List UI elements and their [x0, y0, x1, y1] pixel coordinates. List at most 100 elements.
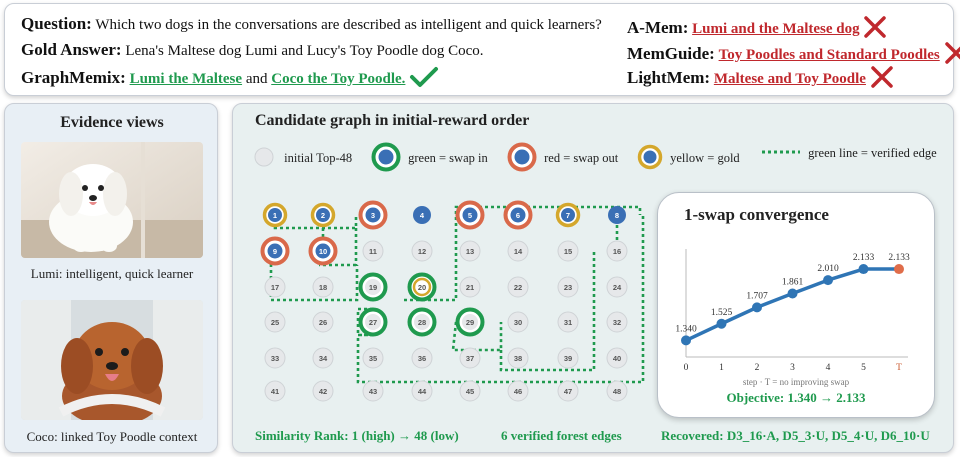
node-label: 24: [613, 283, 622, 292]
question-row: Question: Which two dogs in the conversa…: [21, 14, 602, 34]
baseline-label: A-Mem:: [627, 18, 689, 37]
node-label: 48: [613, 387, 621, 396]
graphmemix-answer-1: Lumi the Maltese: [129, 71, 243, 87]
convergence-x-tick: 3: [790, 363, 795, 373]
node-label: 41: [271, 387, 279, 396]
convergence-x-tick: 5: [861, 363, 866, 373]
node-label: 8: [615, 211, 619, 220]
node-2: 2: [310, 202, 336, 228]
convergence-x-tick: T: [896, 363, 902, 373]
convergence-value-label: 2.133: [853, 253, 875, 263]
legend-swap-out-label: red = swap out: [544, 151, 619, 165]
convergence-chart: 1.34001.52511.70721.86132.01042.13352.13…: [675, 249, 910, 387]
convergence-x-tick: 1: [719, 363, 724, 373]
node-40: 40: [606, 347, 628, 369]
convergence-value-label: 2.133: [888, 253, 910, 263]
node-5: 5: [455, 200, 485, 230]
convergence-x-caption: step · T = no improving swap: [743, 377, 850, 387]
baseline-answer: Toy Poodles and Standard Poodles: [718, 47, 940, 63]
convergence-value-label: 1.707: [746, 291, 768, 301]
node-label: 37: [466, 354, 474, 363]
node-label: 2: [321, 211, 325, 220]
node-44: 44: [411, 380, 433, 402]
convergence-x-tick: 0: [684, 363, 689, 373]
verified-edge: [451, 321, 503, 352]
node-42: 42: [312, 380, 334, 402]
node-6: 6: [503, 200, 533, 230]
legend-gold: yellow = gold: [637, 144, 740, 170]
convergence-point: [681, 335, 691, 346]
node-21: 21: [459, 276, 481, 298]
baseline-label: MemGuide:: [627, 44, 715, 63]
check-icon: [410, 67, 439, 87]
node-34: 34: [312, 347, 334, 369]
node-label: 42: [319, 387, 327, 396]
node-13: 13: [459, 240, 481, 262]
cross-icon: [870, 66, 893, 88]
node-4: 4: [413, 206, 431, 224]
node-10: 10: [308, 236, 338, 266]
node-38: 38: [507, 347, 529, 369]
node-16: 16: [606, 240, 628, 262]
node-45: 45: [459, 380, 481, 402]
node-label: 29: [466, 318, 474, 327]
node-label: 17: [271, 283, 279, 292]
node-label: 36: [418, 354, 426, 363]
poodle-photo: [21, 300, 203, 420]
node-36: 36: [411, 347, 433, 369]
node-label: 30: [514, 318, 522, 327]
node-41: 41: [264, 380, 286, 402]
node-label: 47: [564, 387, 572, 396]
cross-icon: [864, 16, 887, 38]
node-35: 35: [362, 347, 384, 369]
question-text: Which two dogs in the conversations are …: [95, 17, 602, 33]
graph-title: Candidate graph in initial-reward order: [255, 112, 530, 129]
node-9: 9: [260, 236, 290, 266]
node-25: 25: [264, 311, 286, 333]
baseline-answer: Lumi and the Maltese dog: [692, 21, 860, 37]
evidence-panel: Evidence views Lumi: intelligent, quick …: [4, 103, 218, 453]
node-label: 3: [371, 211, 375, 220]
node-label: 27: [369, 318, 377, 327]
gold-answer-row: Gold Answer: Lena's Maltese dog Lumi and…: [21, 40, 484, 60]
node-47: 47: [557, 380, 579, 402]
node-label: 21: [466, 283, 474, 292]
qa-panel: Question: Which two dogs in the conversa…: [4, 3, 960, 96]
cross-icon: [944, 42, 960, 64]
footer-similarity-rank: Similarity Rank: 1 (high) → 48 (low): [255, 428, 459, 443]
node-label: 45: [466, 387, 474, 396]
baseline-answer: Maltese and Toy Poodle: [713, 71, 866, 87]
convergence-value-label: 1.340: [675, 324, 697, 334]
legend-initial: initial Top-48: [253, 146, 352, 168]
legend-swap-out: red = swap out: [507, 142, 618, 172]
legend-gold-label: yellow = gold: [670, 151, 740, 165]
node-label: 12: [418, 247, 426, 256]
node-23: 23: [557, 276, 579, 298]
node-label: 14: [514, 247, 523, 256]
legend-verified-edge-label: green line = verified edge: [808, 146, 937, 160]
convergence-x-tick: 2: [755, 363, 760, 373]
footer-recovered: Recovered: D3_16·A, D5_3·U, D5_4·U, D6_1…: [661, 428, 930, 443]
baseline-label: LightMem:: [627, 68, 711, 87]
node-20: 20: [407, 272, 437, 302]
node-32: 32: [606, 311, 628, 333]
node-label: 11: [369, 247, 377, 256]
node-7: 7: [555, 202, 581, 228]
gold-answer-label: Gold Answer:: [21, 40, 122, 59]
node-8: 8: [608, 206, 626, 224]
convergence-title: 1-swap convergence: [684, 205, 829, 224]
node-12: 12: [411, 240, 433, 262]
baseline-row-amem: A-Mem: Lumi and the Maltese dog: [627, 16, 887, 38]
node-label: 10: [319, 247, 327, 256]
node-label: 5: [468, 211, 472, 220]
node-label: 39: [564, 354, 572, 363]
baseline-row-memguide: MemGuide: Toy Poodles and Standard Poodl…: [627, 42, 960, 64]
node-33: 33: [264, 347, 286, 369]
node-37: 37: [459, 347, 481, 369]
node-28: 28: [407, 307, 437, 337]
node-label: 44: [418, 387, 427, 396]
maltese-photo: [21, 142, 203, 258]
